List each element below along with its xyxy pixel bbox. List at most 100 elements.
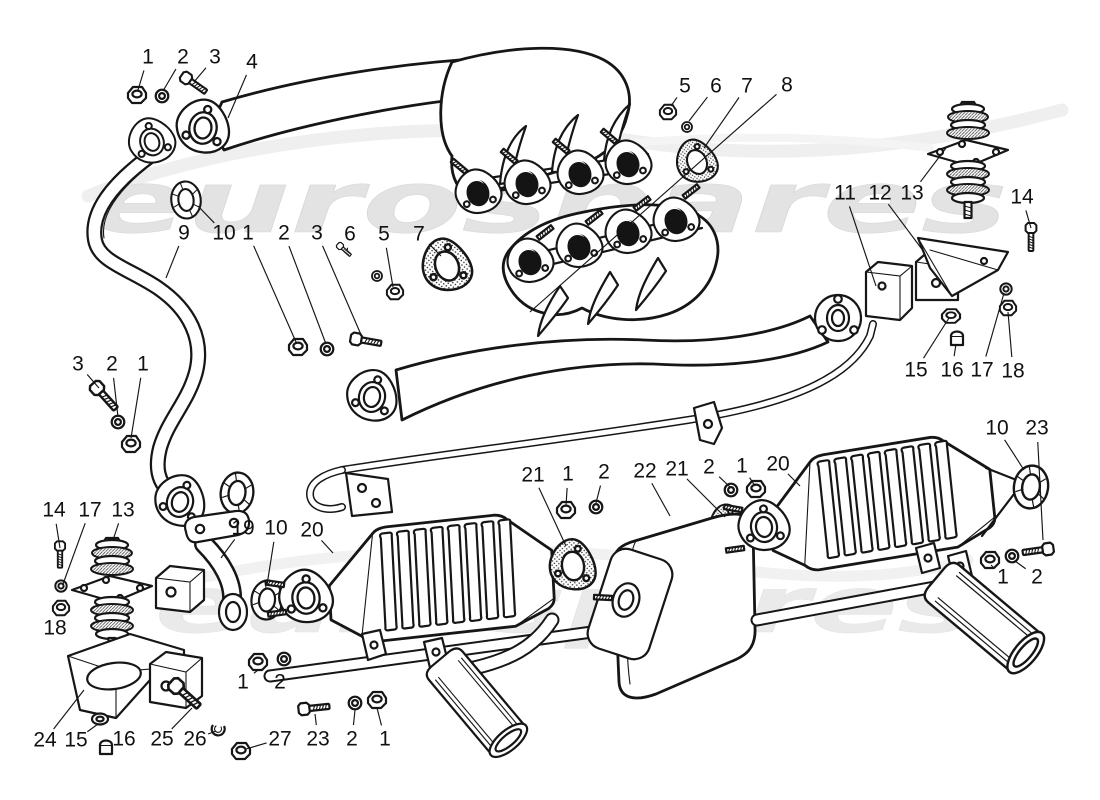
leader-line	[529, 93, 777, 313]
nut-1d	[287, 337, 309, 357]
part-number: 22	[633, 460, 656, 483]
washer-row-d	[371, 270, 383, 282]
collector-pipe	[341, 293, 863, 426]
nut-15r	[940, 308, 962, 324]
part-number: 2	[703, 456, 715, 479]
part-number: 21	[665, 458, 688, 481]
manifold-lower	[501, 183, 720, 338]
leader-line	[919, 147, 947, 183]
leader-line	[207, 730, 217, 735]
leader-line	[137, 70, 145, 91]
leader-line	[376, 707, 383, 726]
leader-line	[1014, 560, 1027, 570]
part-number: 10	[264, 517, 287, 540]
part-number: 2	[106, 353, 118, 376]
leader-line	[253, 245, 297, 343]
part-number: 17	[970, 359, 993, 382]
leader-line	[985, 292, 1005, 357]
part-number: 1	[242, 222, 254, 245]
leader-line	[162, 68, 177, 92]
nut-1g	[366, 690, 388, 710]
down-pipe-left	[86, 95, 258, 533]
part-number: 17	[78, 499, 101, 522]
leader-line	[53, 689, 85, 730]
leader-line	[227, 74, 248, 119]
part-number: 13	[111, 499, 134, 522]
leader-line	[1004, 439, 1025, 471]
manifold-upper	[439, 46, 656, 219]
leader-line	[193, 67, 207, 83]
part-number: 11	[834, 182, 856, 205]
leader-line	[245, 742, 267, 750]
nut-1i	[745, 479, 767, 499]
washer-2a	[154, 88, 170, 104]
part-number: 20	[300, 519, 323, 542]
bracket-wedge	[914, 236, 1010, 302]
nut-1a	[126, 85, 148, 105]
leader-line	[197, 205, 215, 224]
part-number: 7	[413, 223, 425, 246]
part-number: 7	[741, 75, 753, 98]
muffler-left	[264, 512, 560, 764]
muffler-right	[722, 432, 1053, 681]
washer-2f	[276, 651, 292, 667]
part-number: 16	[112, 728, 135, 751]
part-number: 1	[379, 728, 391, 751]
part-number: 2	[177, 46, 189, 69]
part-number: 14	[1010, 186, 1034, 209]
part-number: 6	[710, 75, 722, 98]
box-silencer	[586, 512, 757, 700]
leader-line	[651, 482, 671, 517]
leader-line	[1007, 311, 1013, 358]
part-number: 27	[268, 728, 291, 751]
washer-2g	[347, 695, 363, 711]
washer-17l	[54, 579, 68, 593]
nut-1f	[247, 652, 269, 672]
leader-line	[253, 669, 259, 674]
part-number: 14	[42, 499, 66, 522]
leader-line	[848, 206, 877, 287]
part-number: 6	[344, 223, 356, 246]
nut-18l	[51, 599, 71, 617]
part-number: 18	[43, 617, 66, 640]
leader-line	[314, 713, 317, 726]
leader-line	[1037, 441, 1044, 541]
leader-line	[718, 476, 731, 488]
washer-2i	[723, 482, 739, 498]
leader-line	[130, 377, 142, 439]
leader-line	[346, 247, 349, 252]
part-number: 3	[72, 353, 84, 376]
part-number: 9	[178, 222, 190, 245]
part-number: 2	[1031, 566, 1043, 589]
part-number: 23	[1025, 417, 1048, 440]
part-number: 1	[142, 46, 154, 69]
leader-line	[703, 97, 740, 149]
part-number: 20	[766, 453, 789, 476]
part-number: 5	[679, 75, 691, 98]
leader-line	[1025, 210, 1032, 229]
part-number: 15	[904, 359, 927, 382]
leader-line	[86, 723, 99, 733]
leader-line	[322, 245, 363, 338]
leader-line	[86, 374, 100, 389]
leader-line	[113, 377, 119, 418]
bracket-block	[864, 260, 914, 322]
leader-line	[990, 564, 994, 568]
leader-line	[887, 203, 925, 253]
part-number: 23	[306, 728, 329, 751]
part-number: 1	[237, 671, 249, 694]
nut-5a	[658, 103, 678, 121]
part-number: 19	[231, 517, 254, 540]
leader-line	[321, 539, 334, 554]
leader-line	[352, 709, 356, 726]
leader-line	[787, 473, 801, 487]
leader-line	[538, 487, 567, 547]
part-number: 10	[212, 222, 235, 245]
leader-line	[953, 343, 957, 357]
diagram-artwork	[51, 46, 1056, 764]
part-number: 13	[900, 182, 923, 205]
fasteners-bottom-left	[90, 674, 252, 761]
